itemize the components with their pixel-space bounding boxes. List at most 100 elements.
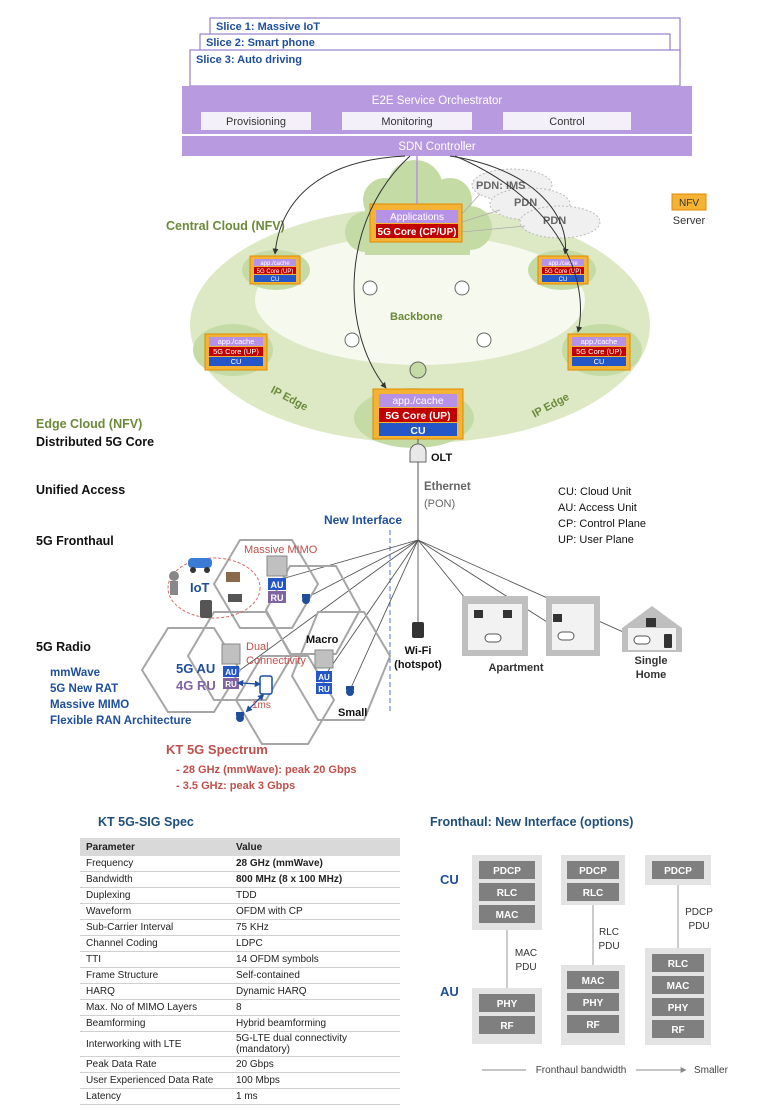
fh-layer-block — [567, 861, 619, 879]
backbone-label: Backbone — [390, 311, 443, 323]
provisioning-label: Provisioning — [226, 116, 286, 128]
spectrum-title: KT 5G Spectrum — [166, 742, 268, 757]
provisioning-button[interactable] — [201, 112, 311, 130]
fh-layer-block — [479, 905, 535, 923]
dual-label-2: Connectivity — [246, 655, 306, 667]
spec-parameter-cell: Bandwidth — [80, 871, 230, 888]
spec-value-cell: Dynamic HARQ — [230, 983, 400, 1000]
distributed-core-label: Distributed 5G Core — [36, 435, 154, 449]
dual-link-au — [236, 679, 262, 688]
sdn-controller-bar — [182, 136, 692, 156]
spec-value-cell: 20 Gbps — [230, 1056, 400, 1073]
fh-layer-label: RLC — [497, 888, 518, 899]
edge-main-cu: CU — [410, 425, 425, 437]
iot-label: IoT — [190, 580, 210, 595]
spec-parameter-cell: Frequency — [80, 856, 230, 872]
router-icon — [476, 332, 492, 348]
dual-au-label: AU — [225, 668, 237, 677]
olt-icon — [409, 443, 427, 463]
terminal-icon — [236, 712, 244, 722]
single-home-label-1: Single — [634, 655, 667, 667]
slice-stack: Slice 1: Massive IoT Slice 2: Smart phon… — [189, 17, 681, 87]
g5-au-label: 5G AU — [176, 661, 215, 676]
control-button[interactable] — [503, 112, 631, 130]
macro-array-icon — [314, 649, 334, 669]
edge-box-ml-core: 5G Core (UP) — [213, 347, 259, 356]
spec-value-cell: Self-contained — [230, 967, 400, 984]
g4-ru-label: 4G RU — [176, 678, 216, 693]
terminal-icon — [302, 594, 310, 604]
fronthaul-title: Fronthaul: New Interface (options) — [430, 815, 634, 829]
edge-box-ml-cu: CU — [231, 357, 242, 366]
fh-layer-label: MAC — [582, 976, 605, 987]
iot-devices — [169, 558, 242, 618]
spec-parameter-cell: Latency — [80, 1088, 230, 1105]
edge-box-mid-left: app./cache 5G Core (UP) CU — [204, 333, 268, 371]
applications-label: Applications — [390, 212, 444, 223]
nfv-badge — [671, 193, 707, 211]
dual-array-icon — [221, 643, 241, 665]
single-home — [622, 606, 682, 652]
macro-au-label: AU — [318, 673, 330, 682]
fh-layer-label: PHY — [668, 1003, 689, 1014]
spec-parameter-cell: Channel Coding — [80, 935, 230, 952]
fh-layer-label: RF — [586, 1020, 599, 1031]
macro-ru-box — [316, 683, 332, 694]
spec-value-cell: 8 — [230, 999, 400, 1016]
fh-opt1-pdu-2: PDU — [515, 962, 536, 973]
pon-label: (PON) — [424, 498, 455, 510]
spec-parameter-cell: Sub-Carrier Interval — [80, 919, 230, 936]
fh-au-label: AU — [440, 984, 459, 999]
fh-layer-block — [567, 993, 619, 1011]
radio-label: 5G Radio — [36, 640, 91, 654]
radio-item-2: 5G New RAT — [50, 683, 118, 695]
ont-icon — [484, 633, 502, 643]
edge-box-tr-cu: CU — [559, 277, 568, 283]
small-label: Small — [338, 707, 367, 719]
mimo-ru-box — [268, 591, 286, 603]
latency-label: 1ms — [252, 700, 271, 711]
ran-hexagons — [140, 539, 392, 745]
fh-layer-block — [479, 883, 535, 901]
spec-parameter-cell: Beamforming — [80, 1015, 230, 1032]
mimo-au-box — [268, 578, 286, 590]
dual-link-ue — [245, 693, 265, 713]
phone-icon — [664, 634, 672, 648]
router-icon — [362, 280, 378, 296]
spectrum-item-2: - 3.5 GHz: peak 3 Gbps — [176, 780, 295, 792]
radio-item-1: mmWave — [50, 667, 100, 679]
dual-ru-box — [223, 678, 239, 689]
nfv-badge-label: NFV — [679, 198, 699, 209]
car-icon — [188, 558, 212, 568]
router-icons — [344, 280, 492, 379]
edge-box-mr-app: app./cache — [581, 337, 618, 346]
slice-3-panel — [189, 49, 681, 87]
radio-item-3: Massive MIMO — [50, 699, 129, 711]
ont-icon — [633, 635, 651, 645]
mimo-au-label: AU — [271, 580, 284, 590]
apartment-label: Apartment — [488, 662, 543, 674]
spec-value-cell: Hybrid beamforming — [230, 1015, 400, 1032]
radio-item-4: Flexible RAN Architecture — [50, 715, 191, 727]
cctv-icon — [228, 594, 242, 602]
fh-layer-blocks: PDCPRLCMACPHYRFPDCPRLCMACPHYRFPDCPRLCMAC… — [479, 861, 704, 1038]
spec-value-cell: LDPC — [230, 935, 400, 952]
monitoring-button[interactable] — [342, 112, 472, 130]
spec-parameter-cell: Interworking with LTE — [80, 1031, 230, 1057]
massive-mimo-label: Massive MIMO — [244, 544, 318, 556]
spec-parameter-cell: Peak Data Rate — [80, 1056, 230, 1073]
glossary-up: UP: User Plane — [558, 534, 634, 546]
edge-box-ml-app: app./cache — [218, 337, 255, 346]
fh-opt3-pdu-1: PDCP — [685, 907, 713, 918]
